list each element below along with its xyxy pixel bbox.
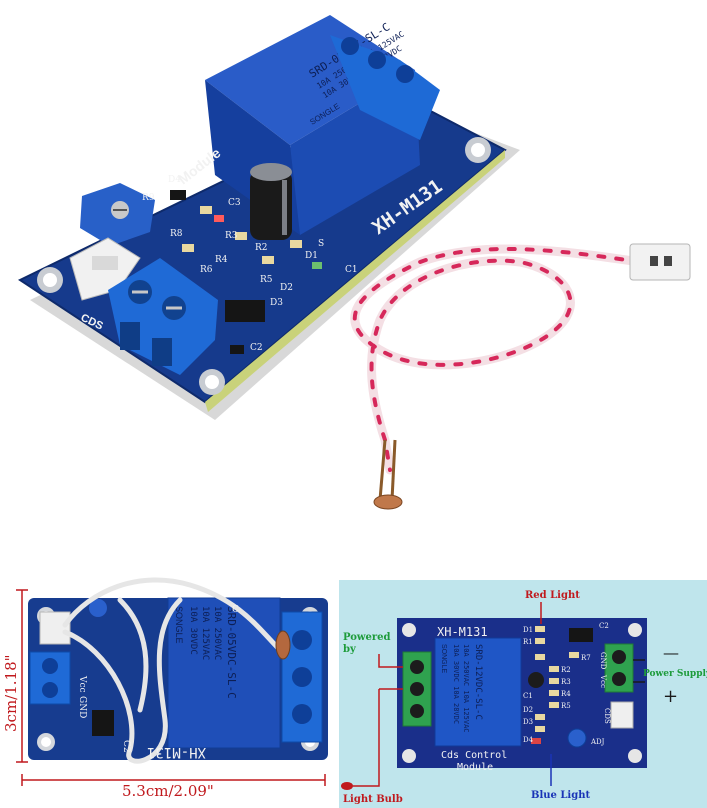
part-label-d3: D3 [270,298,283,308]
part-label-r4: R4 [215,255,228,265]
part-label-r4: R4 [561,690,571,698]
powered-by-line1: Powered [343,632,391,643]
relay-rating: 10A 250VAC [212,606,222,660]
ldr-sensor [373,439,403,510]
bottom-left-dimension-photo: 3cm/1.18" 5.3cm/2.09" SRD-05VDC-SL-C 10A… [2,577,328,800]
mounting-holes [37,137,491,395]
part-label-r1: R1 [523,638,533,646]
part-label-d2: D2 [280,283,293,293]
module-silkscreen: XH-M131 [437,625,488,639]
cable-connector [629,243,691,281]
power-supply-label: Power Supply [643,669,707,679]
cds-silkscreen: CDS [603,708,611,724]
part-label-d2: D2 [523,706,533,714]
part-label-s: S [318,239,324,249]
plus-sign: + [663,686,678,707]
part-label-r3: R3 [225,231,238,241]
top-product-photo: SRD-05VDC-SL-C 10A 250VAC 10A 125VAC 10A… [17,15,691,510]
cds-connector [39,611,71,645]
cds-connector [610,701,634,729]
part-label-r3: R3 [561,678,571,686]
light-bulb-marker [341,782,353,790]
part-label-c3: C3 [228,198,241,208]
smd-components [170,190,322,354]
height-dimension-label: 3cm/1.18" [2,654,20,732]
annotation-lines [353,602,645,787]
smd-components [531,626,593,744]
part-label-r8: R8 [170,229,183,239]
part-label-c1: C1 [345,265,358,275]
relay [434,637,522,747]
pin-label-vcc: Vcc [77,675,87,693]
part-label-d4: D4 [168,175,181,185]
light-bulb-label: Light Bulb [343,794,403,805]
potentiometer [89,599,107,617]
capacitor [250,163,292,240]
part-label-c2: C2 [599,622,609,630]
width-dimension-label: 5.3cm/2.09" [122,782,214,800]
ldr-cable [62,577,283,764]
relay-brand: SONGLE [174,606,184,644]
module-silkscreen: XH-M131 [147,744,206,760]
part-label-d1: D1 [305,251,318,261]
part-label-d1: D1 [523,626,533,634]
part-label-c1: C1 [523,692,533,700]
part-label-c2: C2 [121,740,131,753]
powered-by-line2: by [343,644,357,655]
dimension-lines [16,589,326,786]
relay-terminal-block [281,611,323,743]
caption-line1: Cds Control [441,750,507,761]
part-label-d4: D4 [523,736,534,744]
cds-connector [69,237,141,301]
pin-label-gnd: GND [77,696,87,718]
screw-terminal [29,651,71,705]
relay-rating-3: 10A 30VDC [188,606,198,655]
ldr-sensor [275,630,291,660]
relay-rating-2: 10A 125VAC [200,606,210,660]
pin-label-gnd: GND [599,652,607,670]
relay-terminal-block [330,35,440,140]
part-label-r5: R5 [561,702,571,710]
red-light-label: Red Light [525,590,580,601]
potentiometer [80,183,155,246]
mounting-holes [402,623,642,763]
part-label-r6: R6 [200,265,213,275]
relay-model: SRD-12VDC-SL-C [473,644,483,720]
bottom-right-wiring-diagram: SRD-12VDC-SL-C 10A 250VAC 10A 125VAC 10A… [339,580,707,808]
relay-model: SRD-05VDC-SL-C [225,606,238,699]
part-label-r9: R9 [142,193,155,203]
ic-chip [92,710,114,736]
adj-silkscreen: ADJ [590,738,605,746]
relay-rating: 10A 250VAC 10A 125VAC [462,644,470,733]
relay-rating-2: 10A 30VDC 10A 28VDC [452,644,460,724]
relay-brand: SONGLE [440,644,447,674]
part-label-r7: R7 [581,654,591,662]
part-label-r2: R2 [561,666,571,674]
part-label-c2: C2 [250,343,263,353]
minus-sign: — [663,643,679,662]
capacitor [528,672,544,688]
part-label-d3: D3 [523,718,533,726]
caption-line2: Module [457,762,493,773]
pin-label-vcc: Vcc [599,674,607,688]
part-label-c: C [232,605,239,615]
part-label-r5: R5 [260,275,273,285]
relay-output-terminal [402,651,432,727]
screw-terminal [108,258,218,375]
part-label-r2: R2 [255,243,268,253]
powered-by-label: Powered by [343,632,394,655]
ldr-cable [350,244,645,475]
blue-light-label: Blue Light [531,790,590,801]
relay [167,597,281,749]
power-terminal [604,643,634,693]
pcb-edge [205,150,505,412]
potentiometer [567,728,587,748]
